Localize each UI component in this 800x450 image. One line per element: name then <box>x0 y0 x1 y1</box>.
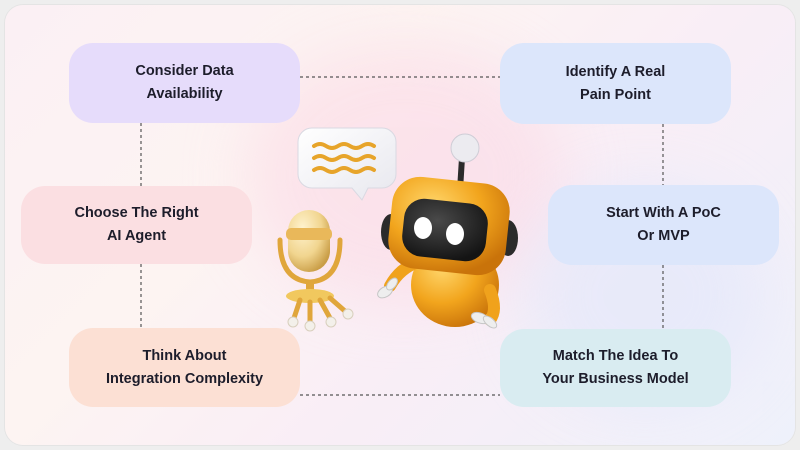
card-line: Start With A PoC <box>606 205 721 221</box>
card-choose-right-ai-agent: Choose The Right AI Agent <box>21 186 252 264</box>
robot-icon <box>377 133 518 329</box>
card-line: Your Business Model <box>542 371 689 387</box>
card-start-with-poc-mvp: Start With A PoC Or MVP <box>548 185 779 265</box>
card-line: Choose The Right <box>74 205 199 221</box>
card-consider-data-availability: Consider Data Availability <box>69 43 300 123</box>
card-line: Identify A Real <box>565 63 666 80</box>
microphone-icon <box>277 210 354 332</box>
card-match-business-model: Match The Idea To Your Business Model <box>500 329 731 407</box>
card-line: Pain Point <box>580 86 651 103</box>
card-identify-pain-point: Identify A Real Pain Point <box>500 43 731 124</box>
chat-bubble-icon <box>297 127 397 201</box>
card-line: Consider Data <box>135 63 234 79</box>
card-integration-complexity: Think About Integration Complexity <box>69 328 300 407</box>
card-line: Think About <box>142 347 227 364</box>
card-line: Integration Complexity <box>105 370 264 387</box>
card-line: Availability <box>146 86 223 102</box>
card-line: Match The Idea To <box>552 348 679 364</box>
card-line: AI Agent <box>106 228 167 244</box>
card-line: Or MVP <box>637 228 690 244</box>
